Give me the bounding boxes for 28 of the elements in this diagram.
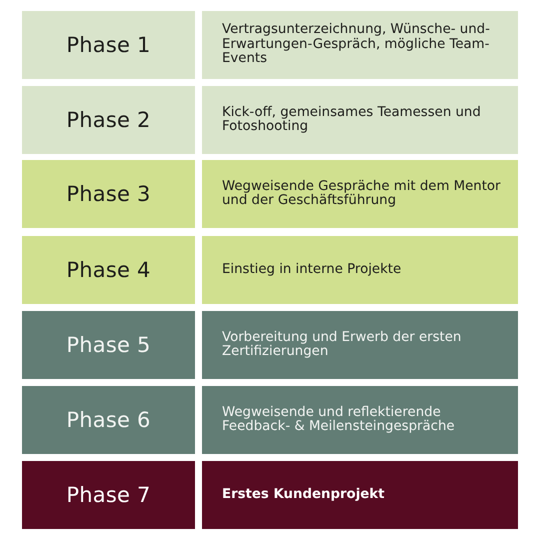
phase-description: Kick-off, gemeinsames Teamessen und Fotoshooting — [222, 106, 482, 134]
phase-label: Phase 1 — [66, 33, 151, 57]
phase-description: Wegweisende Gespräche mit dem Mentor und der Geschäftsführung — [222, 180, 502, 208]
phase-box — [22, 461, 195, 529]
phase-box — [22, 236, 195, 304]
description-box — [202, 386, 518, 454]
phase-label: Phase 4 — [66, 258, 151, 282]
description-box — [202, 311, 518, 379]
description-box — [202, 236, 518, 304]
description-box — [202, 461, 518, 529]
phase-label: Phase 6 — [66, 408, 151, 432]
phase-box — [22, 311, 195, 379]
phase-box — [22, 160, 195, 228]
phase-label: Phase 7 — [66, 483, 151, 507]
phase-box — [22, 386, 195, 454]
phase-label: Phase 3 — [66, 182, 151, 206]
phase-description: Erstes Kundenprojekt — [222, 488, 384, 502]
phase-description: Vorbereitung und Erwerb der ersten Zertifizierungen — [222, 330, 462, 360]
phase-box — [22, 86, 195, 154]
phase-label: Phase 5 — [66, 333, 151, 357]
phase-label: Phase 2 — [66, 108, 151, 132]
description-box — [202, 86, 518, 154]
phase-description: Einstieg in interne Projekte — [222, 262, 402, 278]
phase-box — [22, 11, 195, 79]
phase-description: Vertragsunterzeichnung, Wünsche- und- Erwartungen-Gespräch, mögliche Team-Events — [222, 23, 491, 67]
phase-description: Wegweisende und reflektierende Feedback- & Meilensteingespräche — [222, 406, 456, 434]
description-box — [202, 11, 518, 79]
description-box — [202, 160, 518, 228]
